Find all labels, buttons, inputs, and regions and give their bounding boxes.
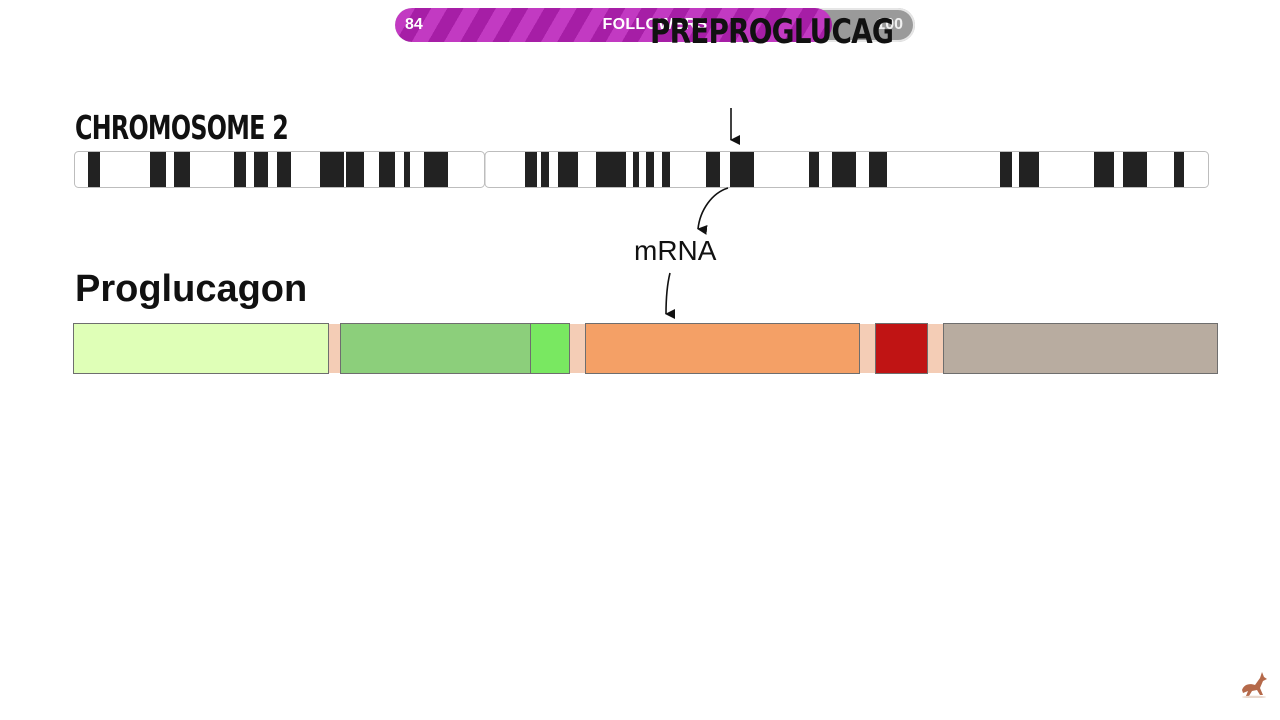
chromosome-band: [150, 152, 166, 187]
segment-2: [340, 323, 531, 374]
chromosome-band: [1123, 152, 1147, 187]
chromosome-band: [1000, 152, 1012, 187]
chromosome-band: [596, 152, 626, 187]
chromosome-band: [730, 152, 754, 187]
segment-6: [943, 323, 1218, 374]
chromosome-band: [174, 152, 190, 187]
gene-title: PREPROGLUCAGON GENE: [650, 12, 892, 52]
chromosome-band: [525, 152, 537, 187]
spacer-segment: [927, 324, 944, 373]
segment-1: [73, 323, 329, 374]
segment-4: [585, 323, 860, 374]
mrna-label: mRNA: [634, 235, 717, 266]
transcription-arrow: [697, 187, 729, 235]
chromosome-band: [646, 152, 654, 187]
chromosome-band: [404, 152, 410, 187]
chromosome-band: [869, 152, 887, 187]
translation-arrow: [665, 272, 676, 320]
segment-3: [530, 323, 570, 374]
followers-label: FOLLOWERS: [602, 16, 708, 33]
chromosome-band: [346, 152, 364, 187]
chromosome-label: CHROMOSOME 2: [75, 108, 289, 147]
spacer-segment: [859, 324, 876, 373]
chromosome-band: [1019, 152, 1039, 187]
followers-goal-count: 100: [876, 16, 903, 33]
spacer-segment: [327, 324, 341, 373]
followers-progress-fill: [395, 8, 832, 42]
chromosome-band: [662, 152, 670, 187]
chromosome-band: [558, 152, 578, 187]
animal-logo-icon: [1242, 672, 1267, 698]
chromosome-band: [88, 152, 100, 187]
chromosome-band: [541, 152, 549, 187]
proglucagon-label: Proglucagon: [75, 268, 308, 310]
proglucagon-bar: [73, 323, 1218, 376]
chromosome-band: [234, 152, 246, 187]
segment-5: [875, 323, 928, 374]
chromosome-band: [379, 152, 395, 187]
chromosome-band: [320, 152, 344, 187]
chromosome-band: [832, 152, 856, 187]
chromosome-band: [254, 152, 268, 187]
followers-progress-bar: FOLLOWERS 84 100: [395, 8, 915, 42]
chromosome-band: [277, 152, 291, 187]
chromosome-band: [1174, 152, 1184, 187]
followers-current-count: 84: [405, 16, 423, 33]
chromosome-band: [809, 152, 819, 187]
chromosome-diagram: [74, 151, 1209, 188]
chromosome-band: [633, 152, 639, 187]
chromosome-band: [424, 152, 448, 187]
spacer-segment: [569, 324, 586, 373]
chromosome-band: [706, 152, 720, 187]
chromosome-band: [1094, 152, 1114, 187]
